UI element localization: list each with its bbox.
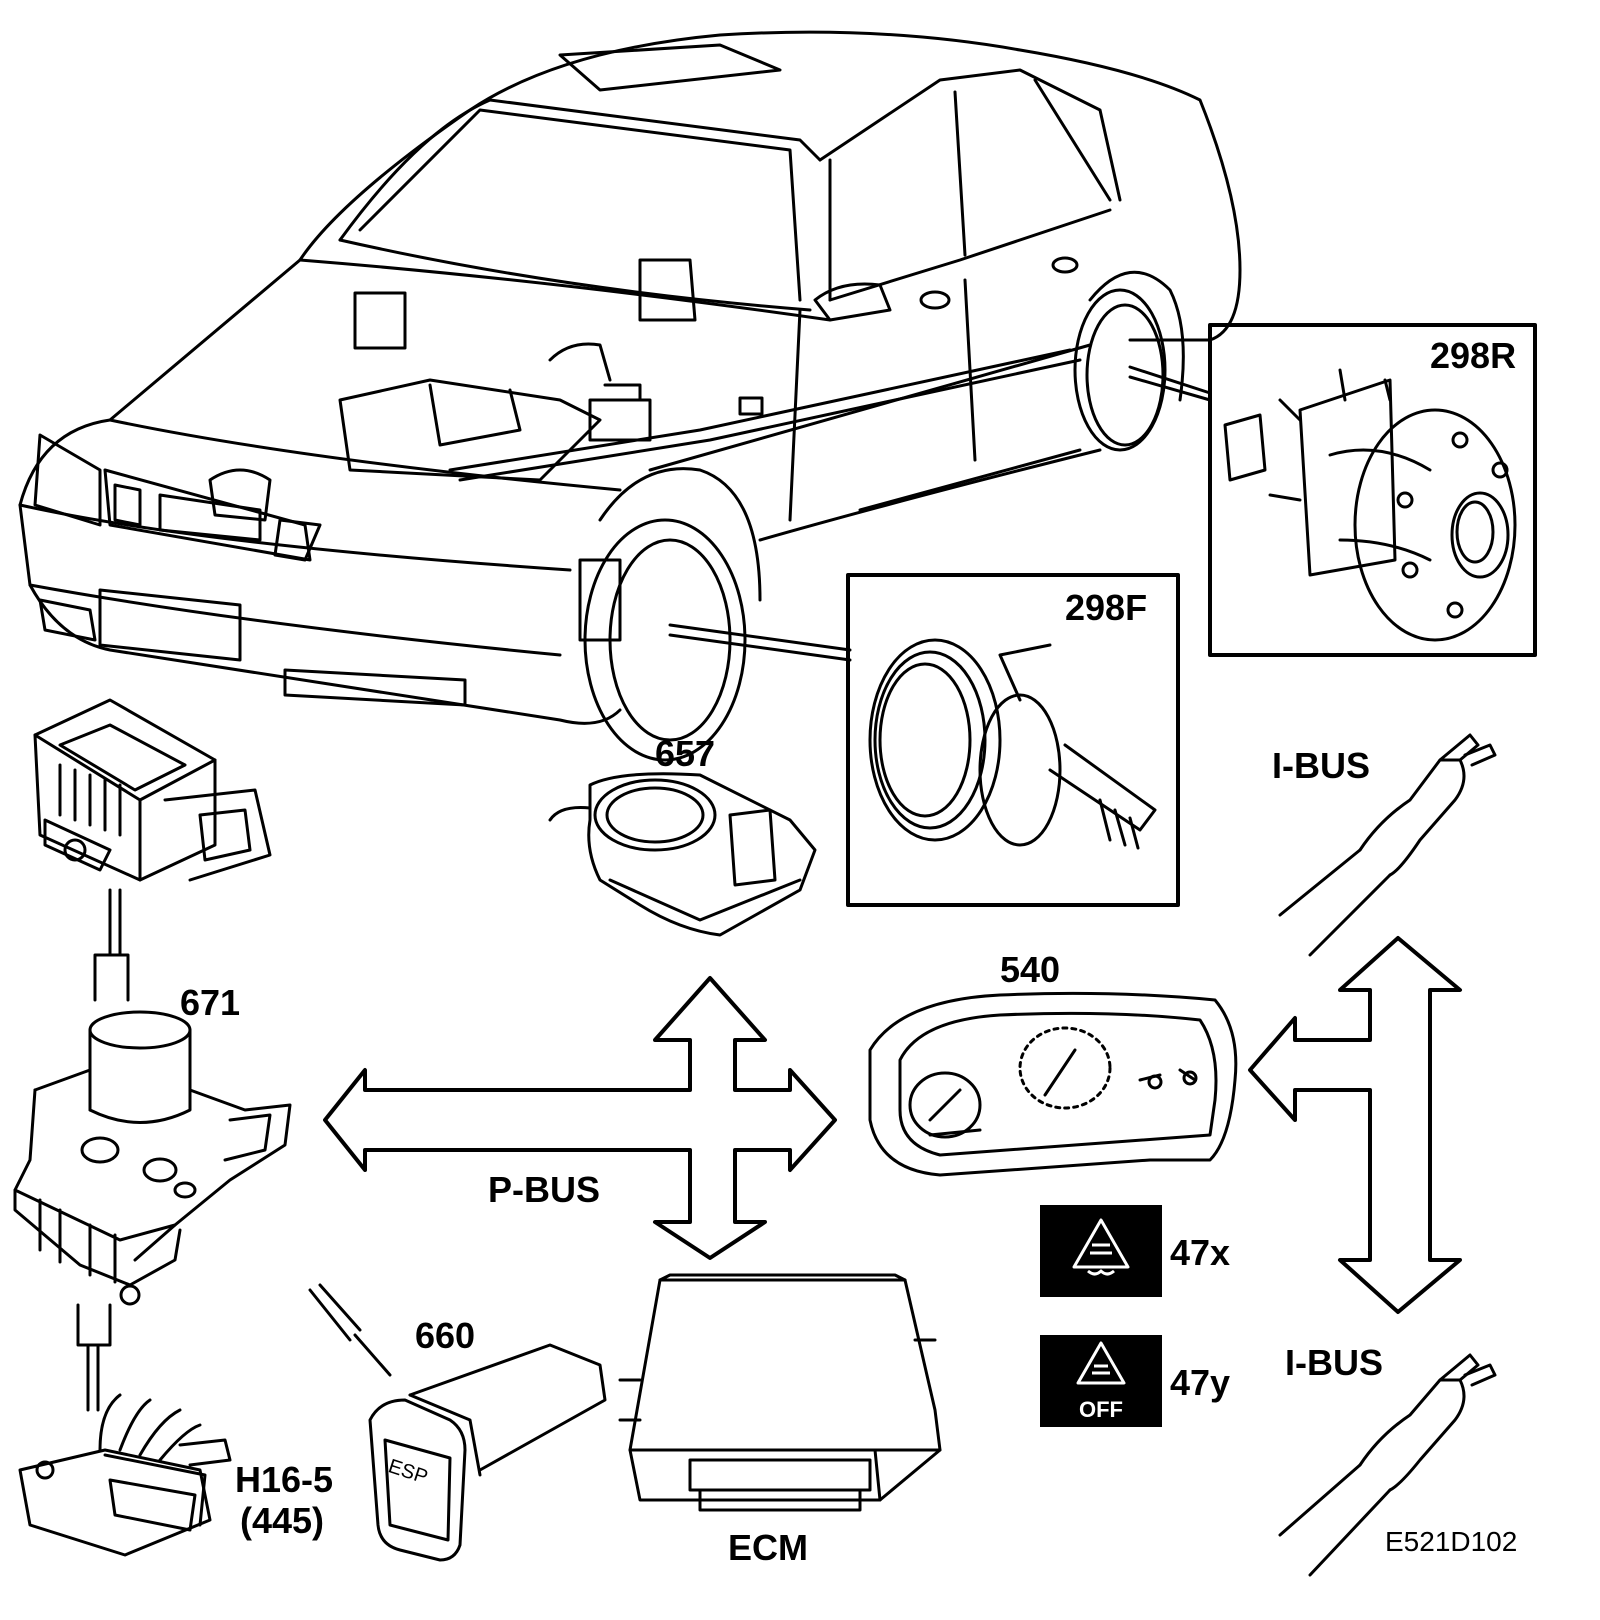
car-outline-icon: [18, 30, 1242, 762]
label-i-bus-bottom: I-BUS: [1285, 1342, 1383, 1383]
label-540: 540: [1000, 949, 1061, 990]
label-660: 660: [415, 1315, 476, 1356]
yaw-sensor-icon: [33, 698, 272, 882]
label-i-bus-top: I-BUS: [1272, 745, 1370, 786]
label-h16-5: H16-5: [235, 1459, 334, 1500]
esp-warning-icon: [1072, 1218, 1130, 1276]
esp-warning-indicator: [1040, 1205, 1162, 1297]
ecm-box-icon: [618, 1273, 942, 1512]
label-47y: 47y: [1170, 1362, 1231, 1403]
instrument-cluster-icon: [868, 991, 1238, 1177]
esp-button-icon[interactable]: [308, 1283, 607, 1562]
p-bus-arrows: [323, 976, 837, 1260]
label-47x: 47x: [1170, 1232, 1231, 1273]
label-445: (445): [240, 1500, 325, 1541]
esp-off-text: OFF: [1079, 1397, 1123, 1422]
cable-icon: [93, 888, 130, 1002]
label-ecm: ECM: [728, 1527, 808, 1568]
cable-icon: [76, 1303, 112, 1412]
i-bus-arrows: [1248, 936, 1462, 1314]
abs-unit-icon: [13, 1010, 292, 1306]
label-671: 671: [180, 982, 241, 1023]
front-hub-frame: [846, 573, 1180, 907]
label-298r: 298R: [1430, 335, 1517, 376]
drive-shaft-icon: [868, 638, 1157, 850]
rear-hub-icon: [1223, 368, 1517, 642]
figure-code: E521D102: [1385, 1526, 1518, 1557]
esp-off-icon: [1076, 1341, 1126, 1385]
esp-off-indicator: OFF: [1040, 1335, 1162, 1427]
cable-icon: [1278, 733, 1497, 1577]
obd-connector-icon: [18, 1393, 232, 1557]
label-657: 657: [655, 733, 716, 774]
steering-angle-sensor-icon: [548, 772, 817, 937]
label-298f: 298F: [1065, 587, 1148, 628]
rear-hub-frame: [1208, 323, 1537, 657]
label-p-bus: P-BUS: [488, 1169, 601, 1210]
